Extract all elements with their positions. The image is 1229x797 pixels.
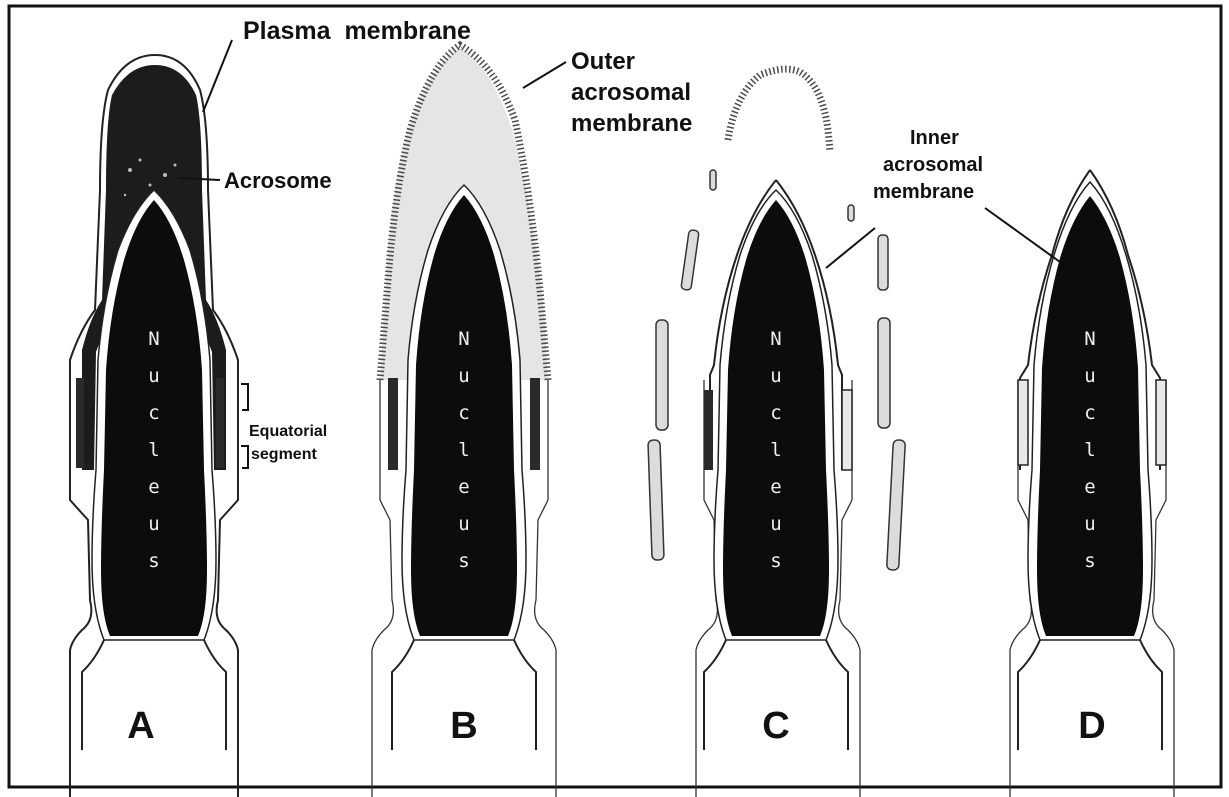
nucleus-letter: u xyxy=(1084,365,1095,387)
acrosome-label: Acrosome xyxy=(224,168,332,193)
panel-c-equatorial-left xyxy=(704,390,713,470)
panel-a-label: A xyxy=(127,705,154,747)
nucleus-letter: N xyxy=(148,328,159,350)
nucleus-letter: N xyxy=(770,328,781,350)
panel-d-label: D xyxy=(1078,705,1105,747)
nucleus-letter: u xyxy=(458,513,469,535)
nucleus-letter: l xyxy=(148,439,159,461)
nucleus-letter: e xyxy=(458,476,469,498)
nucleus-letter: u xyxy=(458,365,469,387)
outer-acrosomal-label-line2: acrosomal xyxy=(571,79,691,106)
outer-acrosomal-label-line3: membrane xyxy=(571,110,692,137)
nucleus-letter: u xyxy=(1084,513,1095,535)
panel-a-equatorial-left xyxy=(76,378,84,468)
inner-acrosomal-label-line1: Inner xyxy=(910,127,959,149)
outer-acrosomal-leader xyxy=(523,62,566,88)
nucleus-letter: u xyxy=(148,513,159,535)
panel-b-equatorial-left xyxy=(388,378,398,470)
inner-acrosomal-leader-d xyxy=(985,208,1060,262)
equatorial-label-line1: Equatorial xyxy=(249,423,327,440)
nucleus-letter: e xyxy=(770,476,781,498)
panel-c-vesicles-left xyxy=(648,170,716,560)
panel-c-vesicles-right xyxy=(848,205,905,570)
nucleus-letter: c xyxy=(148,402,159,424)
nucleus-letter: e xyxy=(1084,476,1095,498)
panel-a-equatorial-right xyxy=(216,378,224,468)
nucleus-letter: s xyxy=(458,550,469,572)
panel-d-equatorial-left xyxy=(1018,380,1028,465)
nucleus-letter: l xyxy=(770,439,781,461)
panel-c-label: C xyxy=(762,705,789,747)
equatorial-label-line2: segment xyxy=(251,446,317,463)
nucleus-letter: c xyxy=(770,402,781,424)
nucleus-letter: s xyxy=(1084,550,1095,572)
inner-acrosomal-leader-c xyxy=(826,228,875,268)
equatorial-bracket-lower xyxy=(241,446,248,468)
nucleus-letter: u xyxy=(148,365,159,387)
nucleus-letter: u xyxy=(770,365,781,387)
nucleus-letter: c xyxy=(1084,402,1095,424)
nucleus-letter: l xyxy=(458,439,469,461)
panel-b-label: B xyxy=(450,705,477,747)
panel-c-acrosome-shedding xyxy=(648,69,905,797)
panel-d-equatorial-right xyxy=(1156,380,1166,465)
plasma-membrane-label: Plasma membrane xyxy=(243,17,471,45)
nucleus-letter: s xyxy=(148,550,159,572)
equatorial-bracket-upper xyxy=(241,384,248,410)
outer-acrosomal-label-line1: Outer xyxy=(571,48,635,75)
nucleus-letter: c xyxy=(458,402,469,424)
inner-acrosomal-label-line3: membrane xyxy=(873,181,974,203)
nucleus-letter: N xyxy=(1084,328,1095,350)
nucleus-letter: N xyxy=(458,328,469,350)
inner-acrosomal-label-line2: acrosomal xyxy=(883,154,983,176)
nucleus-letter: e xyxy=(148,476,159,498)
panel-c-equatorial-right xyxy=(842,390,852,470)
nucleus-letter: s xyxy=(770,550,781,572)
panel-c-detached-cap xyxy=(728,69,830,150)
nucleus-letter: l xyxy=(1084,439,1095,461)
panel-b-equatorial-right xyxy=(530,378,540,470)
nucleus-letter: u xyxy=(770,513,781,535)
panel-a-intact-sperm xyxy=(70,55,238,797)
plasma-membrane-leader xyxy=(203,40,232,112)
